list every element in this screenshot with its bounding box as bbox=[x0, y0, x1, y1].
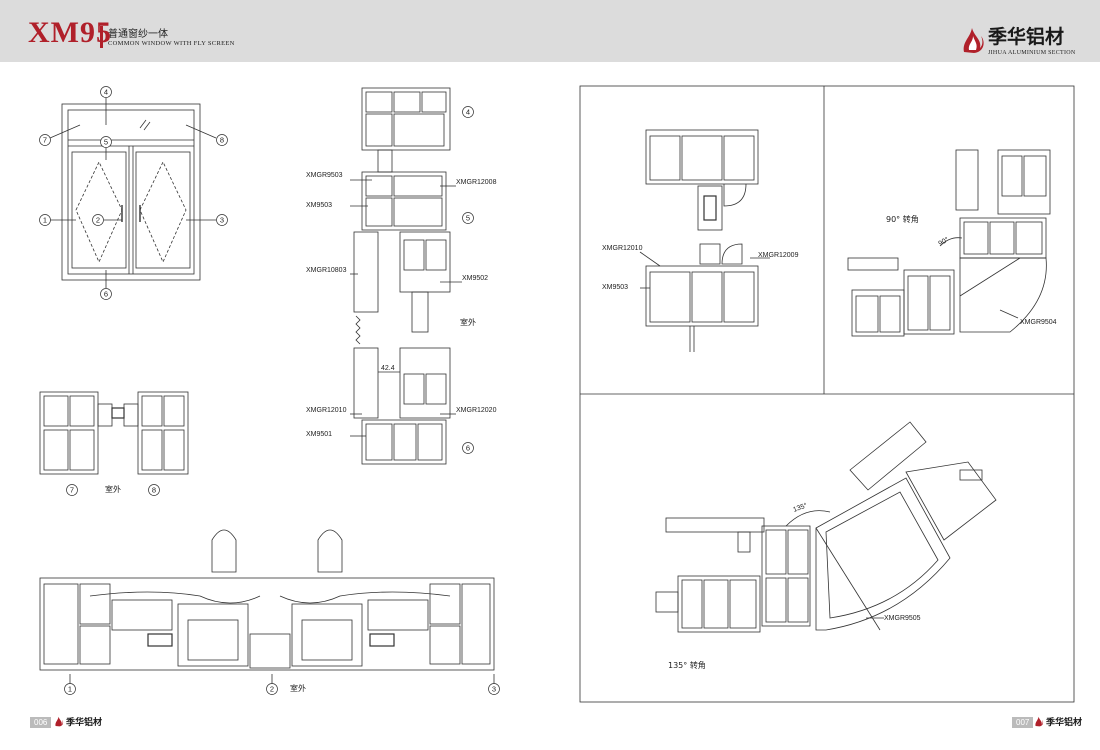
section-horizontal bbox=[39, 529, 495, 684]
window-elevation bbox=[49, 98, 217, 288]
profile-label: XM9503 bbox=[602, 284, 628, 291]
corner-135-labels: 135° 转角 135° XMGR9505 bbox=[668, 501, 921, 670]
brand-name-en: JIHUA ALUMINIUM SECTION bbox=[988, 50, 1076, 56]
brand-logo: 季华铝材 JIHUA ALUMINIUM SECTION bbox=[960, 22, 1080, 62]
callout-1: 1 bbox=[43, 216, 47, 225]
callout-7: 7 bbox=[70, 486, 74, 495]
profile-label: XM9501 bbox=[306, 431, 332, 438]
callout-6: 6 bbox=[466, 444, 470, 453]
profile-label: XMGR9503 bbox=[306, 172, 343, 179]
angle-label: 135° bbox=[792, 501, 809, 514]
footer-brand: 季华铝材 bbox=[66, 718, 103, 728]
profile-label: XMGR10803 bbox=[306, 267, 347, 274]
footer-logo-left: 季华铝材 bbox=[54, 714, 109, 730]
section-horizontal-labels: 1 2 室外 3 bbox=[64, 683, 500, 695]
section-vertical-labels: XMGR9503 XM9503 XMGR12008 XMGR10803 XM95… bbox=[306, 106, 497, 454]
callout-3: 3 bbox=[492, 685, 496, 694]
brand-name-cn: 季华铝材 bbox=[988, 26, 1065, 48]
outside-label: 室外 bbox=[290, 683, 306, 693]
header-divider bbox=[100, 26, 103, 48]
callout-8: 8 bbox=[152, 486, 156, 495]
outside-label: 室外 bbox=[460, 317, 476, 327]
callout-2: 2 bbox=[270, 685, 274, 694]
profile-label: XMGR9505 bbox=[884, 615, 921, 622]
callout-6: 6 bbox=[104, 290, 108, 299]
right-page-panels bbox=[579, 85, 1075, 703]
angle-label: 90° bbox=[937, 235, 950, 247]
callout-2: 2 bbox=[96, 216, 100, 225]
dimension-label: 42.4 bbox=[381, 365, 395, 372]
footer-brand: 季华铝材 bbox=[1046, 718, 1083, 728]
subtitle-en: COMMON WINDOW WITH FLY SCREEN bbox=[108, 40, 235, 47]
flame-logo-icon bbox=[55, 716, 64, 727]
profile-label: XMGR12020 bbox=[456, 407, 497, 414]
callout-4: 4 bbox=[466, 108, 470, 117]
profile-label: XMGR12010 bbox=[602, 245, 643, 252]
callout-3: 3 bbox=[220, 216, 224, 225]
profile-label: XMGR12009 bbox=[758, 252, 799, 259]
page-number-left: 006 bbox=[30, 717, 52, 728]
flame-logo-icon bbox=[963, 28, 984, 53]
profile-label: XMGR12010 bbox=[306, 407, 347, 414]
section-7-8 bbox=[39, 391, 189, 475]
footer-logo-right: 季华铝材 bbox=[1034, 714, 1089, 730]
section-vertical bbox=[350, 87, 462, 465]
callout-4: 4 bbox=[104, 88, 108, 97]
page-header: XM95 普通窗纱一体 COMMON WINDOW WITH FLY SCREE… bbox=[0, 0, 1100, 62]
callout-5: 5 bbox=[466, 214, 470, 223]
callout-8: 8 bbox=[220, 136, 224, 145]
corner-title: 135° 转角 bbox=[668, 660, 706, 670]
callout-5: 5 bbox=[104, 138, 108, 147]
profile-label: XM9503 bbox=[306, 202, 332, 209]
flame-logo-icon bbox=[1035, 716, 1044, 727]
model-number: XM95 bbox=[28, 16, 112, 49]
detail-labels: XMGR12010 XMGR12009 XM9503 bbox=[602, 245, 799, 291]
callout-1: 1 bbox=[68, 685, 72, 694]
profile-label: XMGR9504 bbox=[1020, 319, 1057, 326]
corner-135-section bbox=[655, 421, 997, 633]
page-number-right: 007 bbox=[1012, 717, 1034, 728]
corner-title: 90° 转角 bbox=[886, 214, 919, 224]
outside-label: 室外 bbox=[105, 484, 121, 494]
elevation-callouts: 4 7 8 5 1 2 3 6 bbox=[39, 86, 228, 300]
subtitle-cn: 普通窗纱一体 bbox=[108, 29, 168, 40]
profile-label: XMGR12008 bbox=[456, 179, 497, 186]
section-78-labels: 7 室外 8 bbox=[66, 484, 160, 496]
callout-7: 7 bbox=[43, 136, 47, 145]
profile-label: XM9502 bbox=[462, 275, 488, 282]
corner-90-section bbox=[847, 149, 1051, 337]
detail-section bbox=[639, 129, 770, 352]
